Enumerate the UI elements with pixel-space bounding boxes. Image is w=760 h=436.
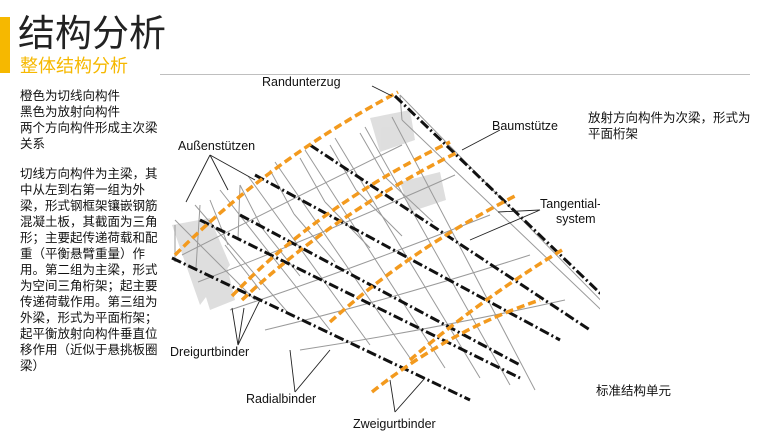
outer-beam-arc-2: [328, 194, 516, 324]
outer-beam-arc: [173, 90, 399, 257]
page-title: 结构分析: [18, 12, 166, 55]
radial-binder-line: [199, 218, 521, 380]
main-beam-arc: [230, 140, 451, 298]
tangential-system: [173, 90, 563, 394]
label-zweigurtbinder: Zweigurtbinder: [353, 417, 436, 431]
roof-structure-diagram: Randunterzug Außenstützen Baumstütze Tan…: [170, 75, 600, 431]
label-randunterzug: Randunterzug: [262, 75, 341, 89]
header-divider: [160, 74, 750, 75]
label-aussenstuetzen: Außenstützen: [178, 139, 255, 153]
label-baumstuetze: Baumstütze: [492, 119, 558, 133]
label-dreigurtbinder: Dreigurtbinder: [170, 345, 249, 359]
label-tangential-1: Tangential-: [540, 197, 600, 211]
inner-arc: [370, 298, 541, 394]
outer-beam-arc-3: [408, 248, 563, 362]
radial-binder-line: [171, 256, 471, 402]
radial-binder-line: [239, 213, 521, 367]
structural-unit-caption: 标准结构单元: [596, 383, 672, 398]
main-beam-arc-lower: [240, 150, 459, 302]
radial-binder-line: [309, 143, 591, 332]
legend-note: 橙色为切线向构件 黑色为放射向构件 两个方向构件形成主次梁关系: [20, 88, 158, 151]
leader-lines: [185, 85, 541, 413]
label-tangential-2: system: [556, 212, 596, 226]
radial-member-note: 放射方向构件为次梁，形式为平面桁架: [588, 110, 751, 141]
page-subtitle: 整体结构分析: [20, 56, 128, 77]
support-shading: [172, 110, 446, 310]
label-radialbinder: Radialbinder: [246, 392, 316, 406]
main-beam-note: 切线方向构件为主梁，其中从左到右第一组为外梁，形式钢框架镶嵌钢筋混凝土板，其截面…: [20, 166, 158, 373]
title-accent-bar: [0, 17, 10, 73]
